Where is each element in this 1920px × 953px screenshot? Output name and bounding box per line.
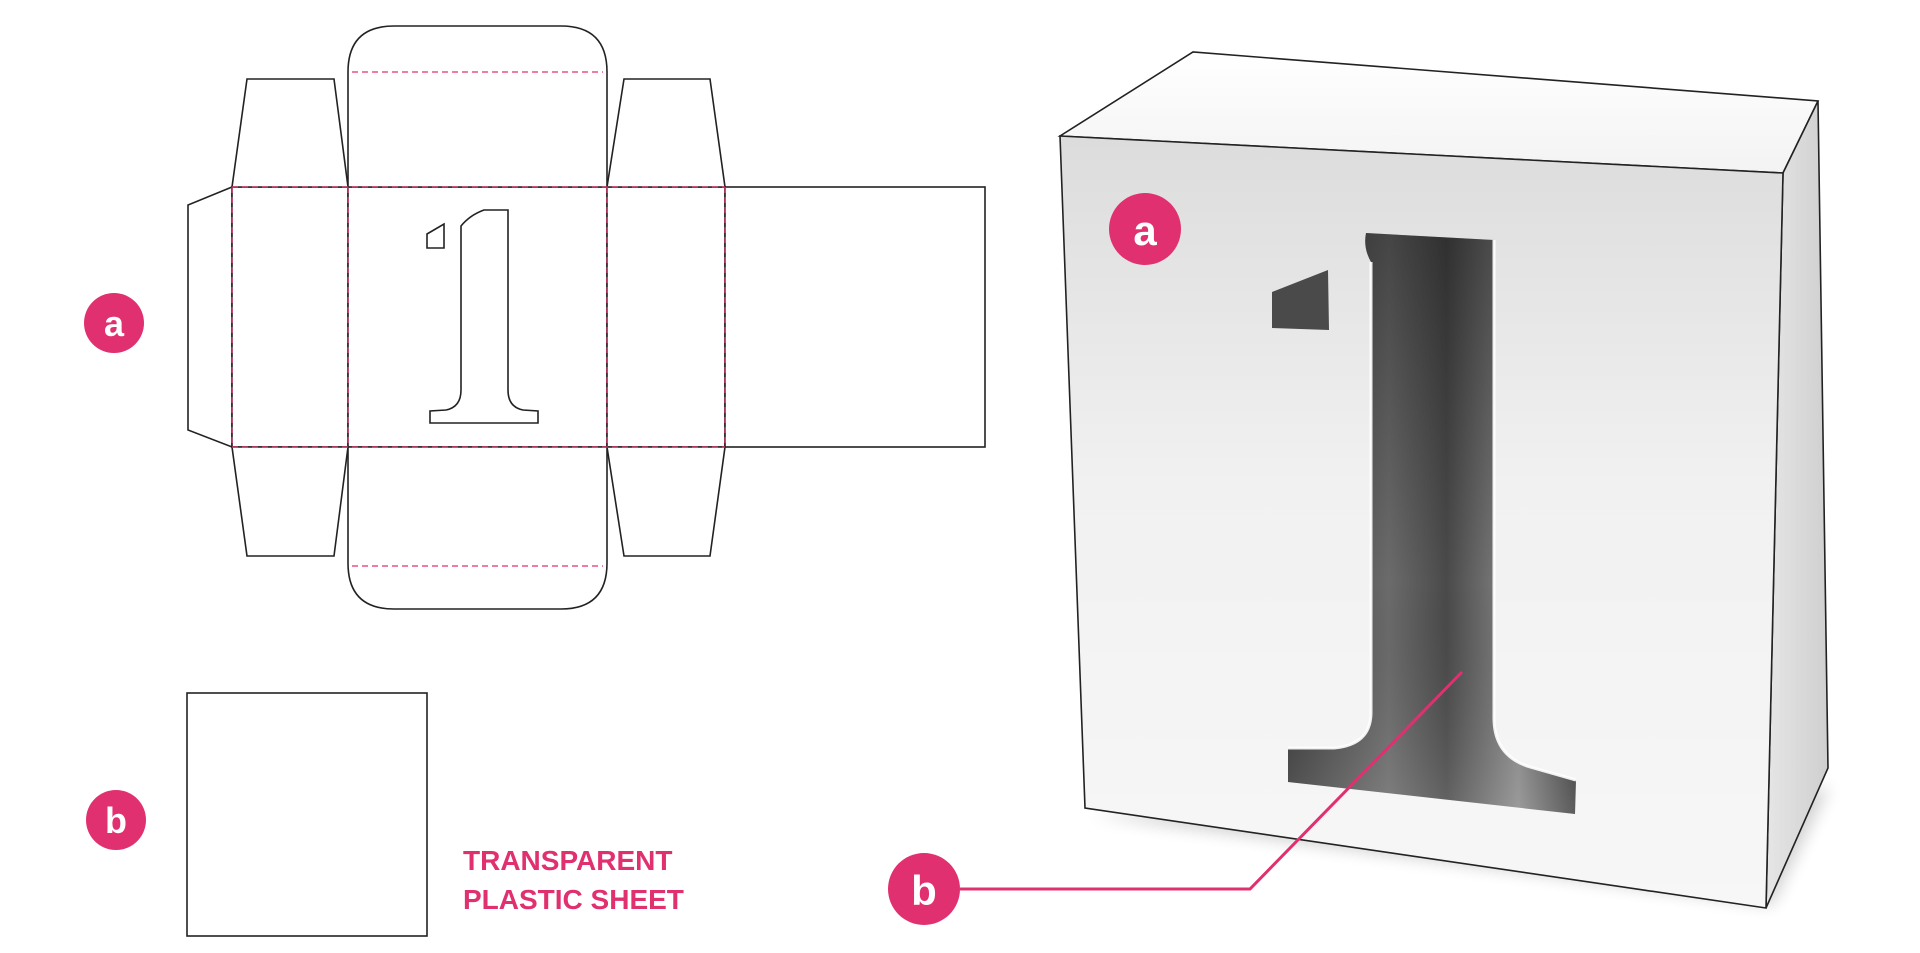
caption-line-1: TRANSPARENT — [463, 845, 672, 876]
svg-text:b: b — [911, 867, 937, 914]
dieline-top-tuck-flap — [347, 25, 608, 188]
dieline-dust-flap-top-left — [231, 78, 349, 188]
badge-a-box: a — [1109, 193, 1181, 265]
badge-b-sheet: b — [86, 790, 146, 850]
caption-line-2: PLASTIC SHEET — [463, 884, 684, 915]
callout-line-b — [960, 670, 1464, 891]
dieline-bottom-tuck-flap — [347, 446, 608, 610]
badge-b-window: b — [888, 853, 960, 925]
box-window-digit-one — [1272, 233, 1577, 814]
dieline-dust-flap-bottom-right — [606, 446, 726, 557]
badge-a-dieline: a — [84, 293, 144, 353]
dieline-dust-flap-bottom-left — [231, 446, 349, 557]
dieline-right-panel — [606, 186, 726, 448]
box-dieline — [187, 25, 986, 610]
dieline-dust-flap-top-right — [606, 78, 726, 188]
svg-text:a: a — [1133, 207, 1157, 254]
dieline-fold-lines — [231, 71, 726, 567]
box-3d — [1057, 51, 1830, 909]
dieline-back-panel — [724, 186, 986, 448]
svg-text:b: b — [105, 800, 127, 841]
svg-text:a: a — [104, 303, 125, 344]
dieline-left-end-flap — [187, 185, 233, 449]
dieline-left-panel — [231, 186, 349, 448]
plastic-sheet-outline — [186, 692, 428, 937]
dieline-digit-one-cutout — [426, 209, 539, 424]
